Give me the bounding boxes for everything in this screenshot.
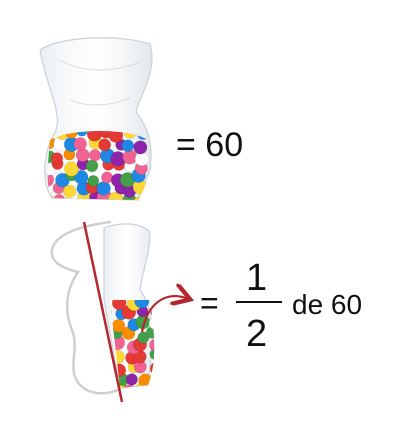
candy-ball — [110, 373, 113, 386]
candy-ball — [50, 152, 63, 165]
candy-ball — [121, 139, 135, 153]
full-candy-bag-icon — [39, 37, 153, 201]
equation-half: = 1 2 de 60 — [200, 257, 362, 355]
candy-ball — [110, 306, 112, 320]
candy-ball — [47, 194, 55, 200]
candy-ball — [134, 300, 150, 309]
candy-ball — [47, 163, 56, 176]
half-candy-bag-icon — [50, 220, 155, 395]
equation-full-text: = 60 — [176, 126, 243, 164]
candy-ball — [149, 361, 155, 376]
candy-ball — [73, 137, 87, 151]
candy-ball — [111, 300, 127, 311]
candy-ball — [148, 316, 155, 330]
candy-ball — [85, 159, 99, 173]
equation-suffix: de 60 — [292, 289, 362, 320]
candy-ball — [76, 131, 88, 137]
candy-ball — [110, 363, 115, 378]
curved-arrow-icon — [140, 296, 186, 333]
candy-ball — [149, 348, 155, 361]
candy-ball — [125, 373, 138, 386]
candy-ball — [134, 151, 149, 167]
divider-line — [82, 221, 124, 403]
fraction-numerator: 1 — [246, 257, 267, 299]
candy-ball — [122, 149, 138, 165]
candy-ball — [64, 161, 80, 177]
candy-ball — [62, 184, 77, 199]
candy-ball — [47, 172, 54, 188]
fraction-denominator: 2 — [246, 313, 267, 355]
candy-ball — [98, 138, 111, 152]
candy-ball — [138, 373, 153, 388]
candy-ball — [73, 170, 89, 185]
candy-ball — [88, 149, 102, 162]
candy-ball — [53, 194, 66, 200]
candy-ball — [149, 372, 155, 385]
candy-ball — [111, 319, 126, 333]
candy-ball — [75, 148, 90, 162]
candy-ball — [150, 383, 155, 388]
equation-equals-sign: = — [200, 285, 219, 321]
candy-ball — [149, 338, 155, 352]
candy-ball — [122, 384, 137, 388]
candy-ball — [137, 331, 150, 344]
candy-ball — [133, 140, 148, 155]
candy-ball — [87, 175, 100, 187]
candy-ball — [132, 196, 147, 200]
candy-ball — [96, 181, 111, 196]
